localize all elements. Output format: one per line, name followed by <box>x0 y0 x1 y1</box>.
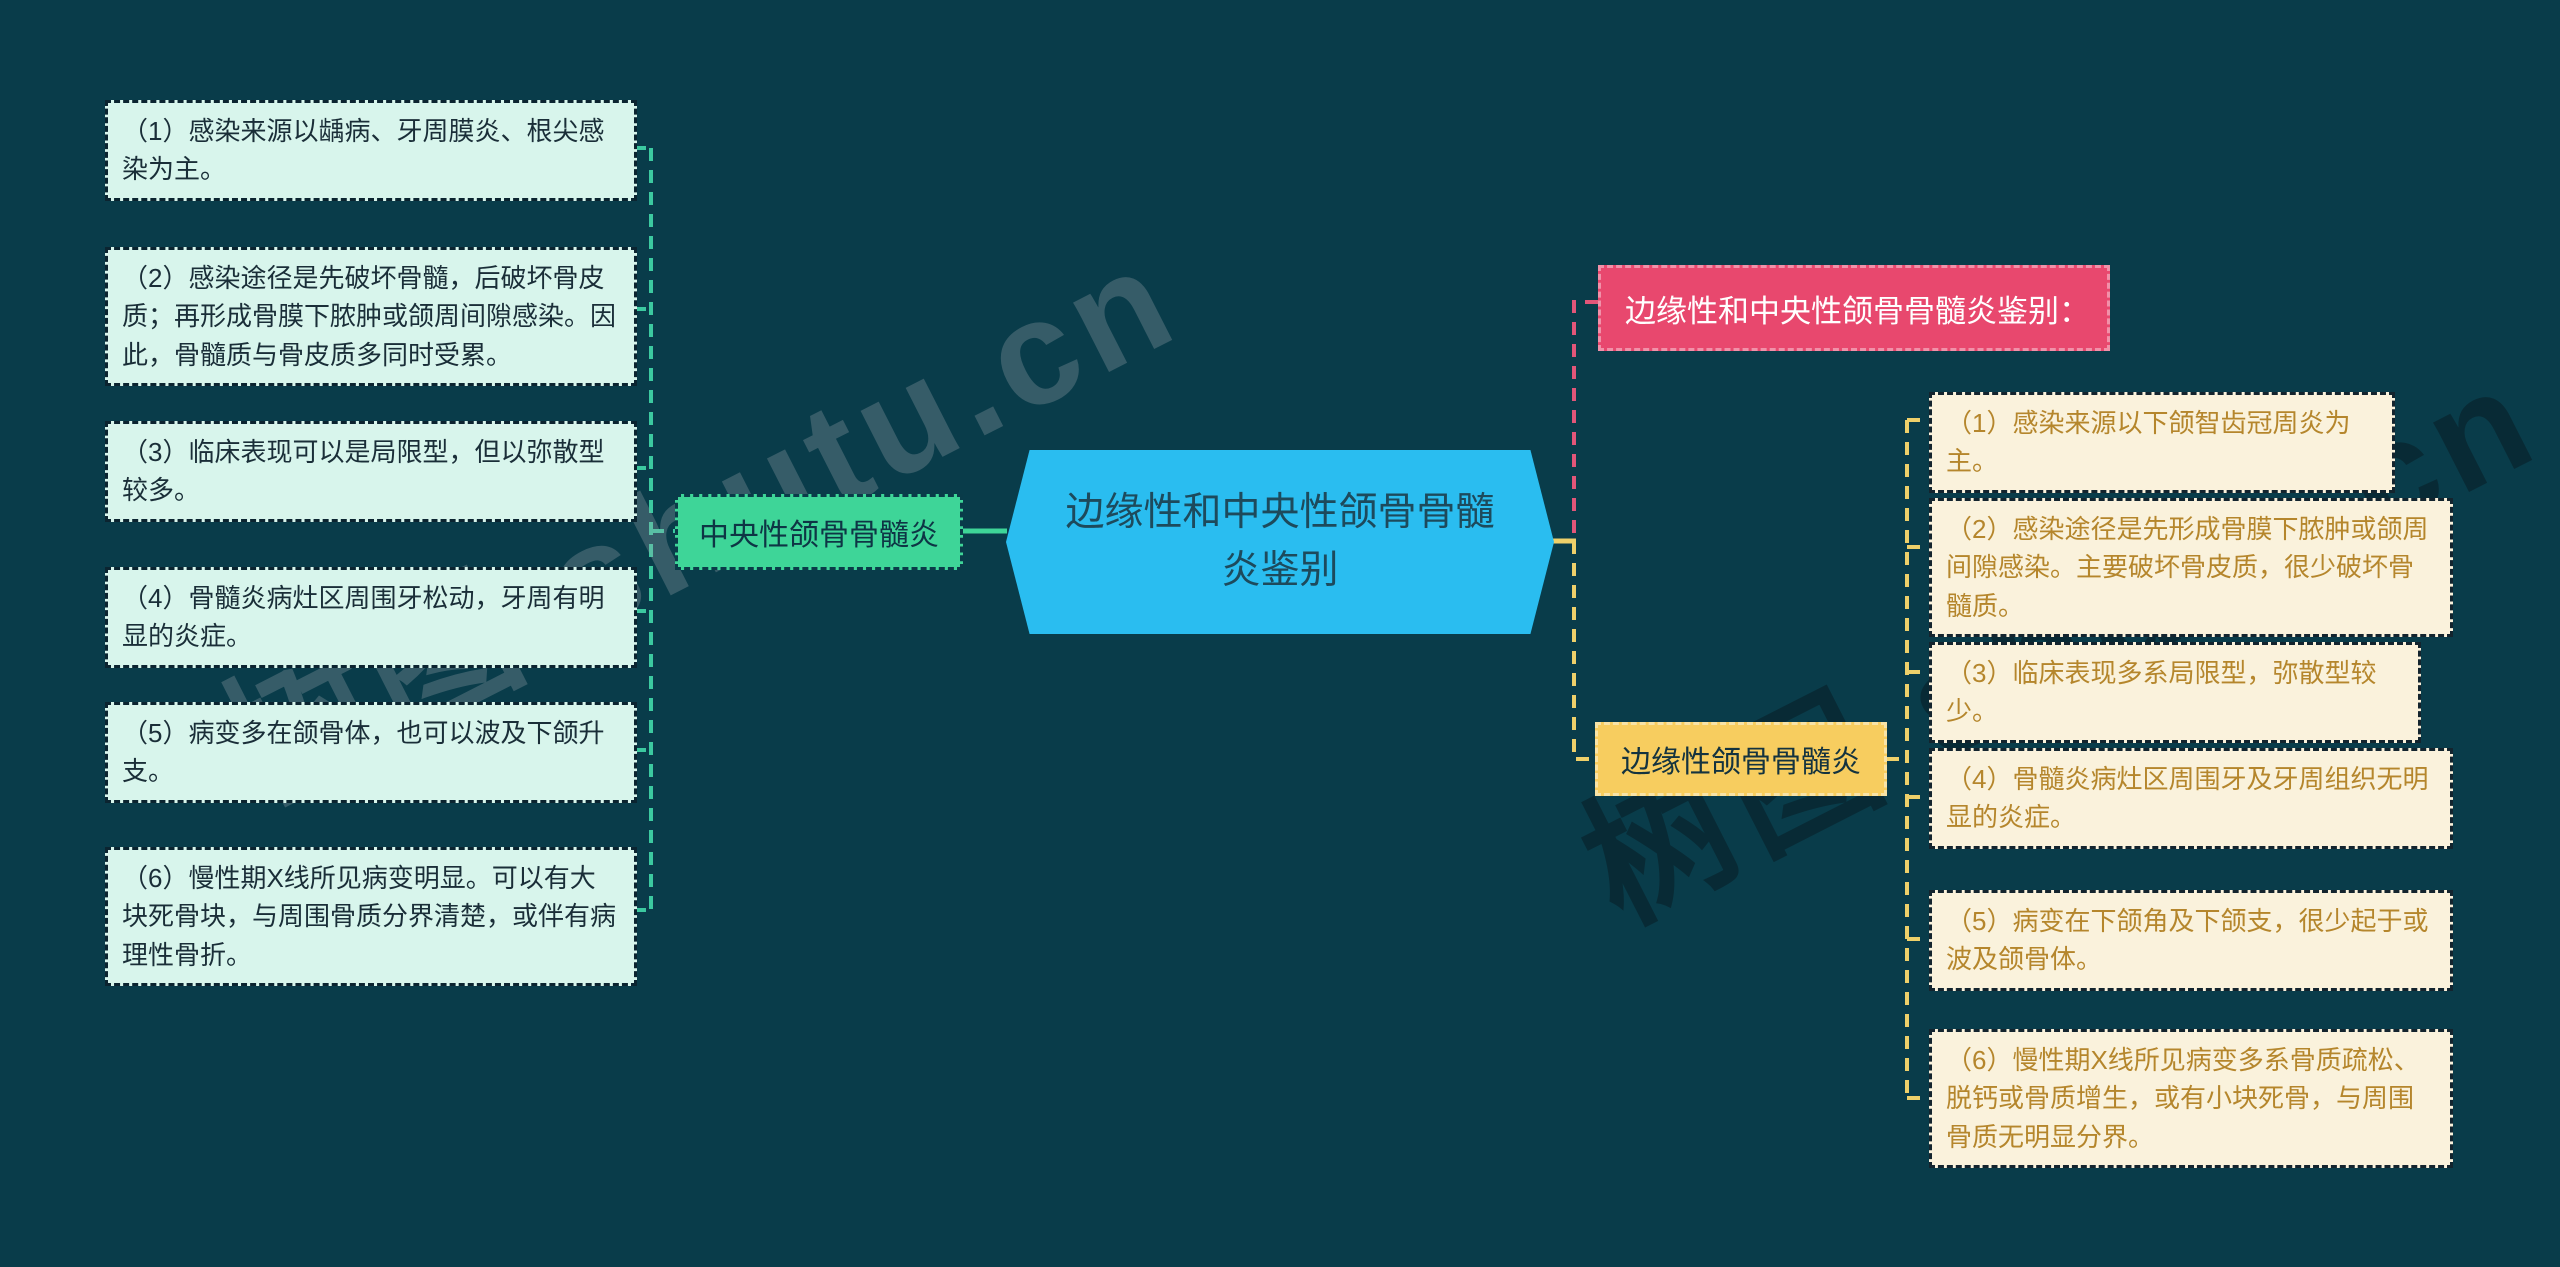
connector-left-rail <box>633 146 675 912</box>
list-item-right-6[interactable]: （6）慢性期X线所见病变多系骨质疏松、脱钙或骨质增生，或有小块死骨，与周围骨质无… <box>1929 1029 2453 1169</box>
root-node[interactable]: 边缘性和中央性颌骨骨髓炎鉴别 <box>1006 450 1554 634</box>
list-item-left-3[interactable]: （3）临床表现可以是局限型，但以弥散型较多。 <box>105 421 637 522</box>
list-item-right-3[interactable]: （3）临床表现多系局限型，弥散型较少。 <box>1929 642 2421 743</box>
list-item-left-2[interactable]: （2）感染途径是先破坏骨髓，后破坏骨皮质；再形成骨膜下脓肿或颌周间隙感染。因此，… <box>105 247 637 387</box>
node-label: 边缘性和中央性颌骨骨髓炎鉴别： <box>1625 293 2090 329</box>
list-item-left-6[interactable]: （6）慢性期X线所见病变明显。可以有大块死骨块，与周围骨质分界清楚，或伴有病理性… <box>105 847 637 987</box>
node-central-osteomyelitis[interactable]: 中央性颌骨骨髓炎 <box>675 494 963 570</box>
node-marginal-osteomyelitis[interactable]: 边缘性颌骨骨髓炎 <box>1595 722 1887 796</box>
list-item-left-5[interactable]: （5）病变多在颌骨体，也可以波及下颌升支。 <box>105 702 637 803</box>
list-item-right-4[interactable]: （4）骨髓炎病灶区周围牙及牙周组织无明显的炎症。 <box>1929 748 2453 849</box>
node-comparison-header[interactable]: 边缘性和中央性颌骨骨髓炎鉴别： <box>1598 265 2110 351</box>
list-item-right-2[interactable]: （2）感染途径是先形成骨膜下脓肿或颌周间隙感染。主要破坏骨皮质，很少破坏骨髓质。 <box>1929 498 2453 638</box>
list-item-right-5[interactable]: （5）病变在下颌角及下颌支，很少起于或波及颌骨体。 <box>1929 890 2453 991</box>
list-item-right-1[interactable]: （1）感染来源以下颌智齿冠周炎为主。 <box>1929 392 2395 493</box>
list-item-left-1[interactable]: （1）感染来源以龋病、牙周膜炎、根尖感染为主。 <box>105 100 637 201</box>
list-item-left-4[interactable]: （4）骨髓炎病灶区周围牙松动，牙周有明显的炎症。 <box>105 567 637 668</box>
node-label: 边缘性颌骨骨髓炎 <box>1621 746 1861 779</box>
connector-pink-header <box>1572 300 1598 541</box>
root-label: 边缘性和中央性颌骨骨髓炎鉴别 <box>1065 490 1495 593</box>
node-label: 中央性颌骨骨髓炎 <box>699 519 939 552</box>
